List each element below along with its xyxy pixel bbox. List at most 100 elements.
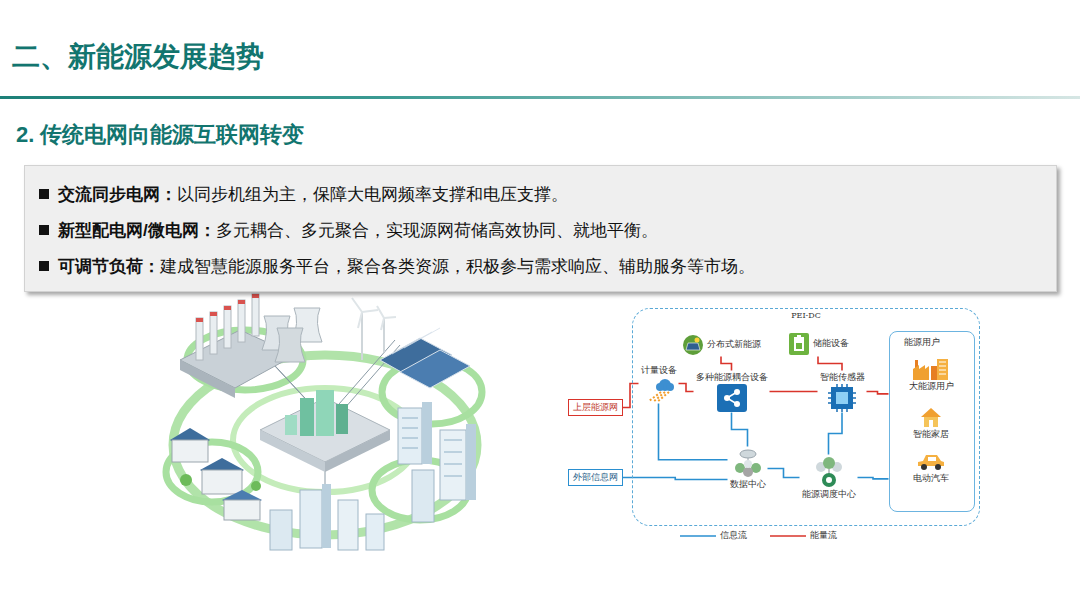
legend-swatch [680, 535, 716, 537]
smart-grid-illustration [422, 402, 432, 464]
data-center-icon [744, 460, 752, 468]
bullet-square [39, 261, 49, 271]
info-flow-line [768, 469, 800, 478]
user-group-box: 大能源用户智能家居电动汽车 能源用户 [889, 331, 975, 512]
data-center-icon [730, 448, 766, 478]
factory [180, 294, 295, 398]
energy-node: 储能设备 [786, 331, 851, 357]
external-grid-box: 上层能源网 [568, 399, 623, 416]
electric-car-icon [921, 464, 927, 470]
smart-grid-illustration [377, 306, 396, 330]
sensor-chip-icon [828, 384, 856, 412]
bullet-panel: 交流同步电网：以同步机组为主，保障大电网频率支撑和电压支撑。新型配电网/微电网：… [24, 165, 1057, 292]
energy-flow-line [818, 357, 842, 371]
node-label: 电动汽车 [913, 473, 949, 484]
sensor-chip-icon [836, 392, 848, 404]
legend-label: 能量流 [810, 530, 837, 541]
storage-icon [788, 332, 810, 356]
solar-icon [686, 343, 700, 350]
data-center-icon [740, 450, 756, 458]
factory-icon [911, 356, 951, 380]
smart-grid-illustration [402, 418, 462, 476]
node-label: 上层能源网 [573, 402, 618, 413]
solar-icon [682, 334, 704, 356]
sensor-chip-icon [831, 387, 853, 409]
smart-home-icon [924, 417, 938, 427]
bullet-text: 建成智慧能源服务平台，聚合各类资源，积极参与需求响应、辅助服务等市场。 [160, 255, 755, 278]
bullet-heading: 交流同步电网： [58, 183, 177, 206]
energy-flow-line [721, 357, 732, 371]
dispatch-center-icon [826, 477, 832, 483]
solar-farm [380, 328, 470, 388]
legend-swatch [680, 533, 716, 539]
cooling-towers [262, 308, 322, 362]
user-node: 智能家居 [893, 405, 969, 441]
storage-icon [797, 335, 801, 337]
title-rule [0, 96, 1080, 99]
smart-grid-illustration [210, 312, 217, 354]
smart-grid-illustration [285, 415, 297, 435]
energy-flow-line [867, 392, 889, 394]
smart-grid-illustration [466, 424, 476, 500]
info-flow-line [732, 413, 748, 447]
bullet-heading: 新型配电网/微电网： [58, 219, 216, 242]
smart-grid-illustration [275, 328, 305, 362]
smart-grid-illustration [398, 408, 422, 464]
dispatch-center-icon [812, 456, 846, 488]
city-blocks [270, 484, 384, 550]
smart-grid-illustration [336, 404, 348, 434]
node-label: 智能家居 [913, 429, 949, 440]
storage-icon [794, 337, 804, 351]
energy-node: 计量设备 [639, 364, 679, 404]
data-center-icon [743, 467, 753, 477]
coupling-icon [734, 389, 740, 395]
node-label: 外部信息网 [573, 472, 618, 483]
storage-icon [789, 333, 809, 355]
factory-icon [913, 365, 929, 380]
meter-icon [643, 377, 675, 403]
energy-node: 分布式新能源 [680, 333, 763, 357]
smart-grid-illustration [392, 328, 440, 354]
meter-icon [649, 392, 669, 402]
smart-grid-illustration [196, 318, 203, 322]
electric-car-icon [916, 452, 946, 472]
smart-grid-illustration [180, 474, 192, 486]
legend-item: 能量流 [770, 530, 837, 541]
node-label: 分布式新能源 [707, 339, 761, 350]
smart-grid-illustration [252, 294, 259, 336]
energy-flow-line [679, 384, 694, 392]
sensor-chip-icon [828, 384, 856, 412]
smart-grid-illustration [260, 430, 325, 472]
node-label: 能源用户 [890, 332, 974, 348]
electric-car-icon [928, 457, 936, 461]
info-flow-line [659, 404, 728, 460]
solar-icon [694, 337, 699, 342]
smart-grid-illustration [300, 490, 322, 548]
smart-grid-illustration [366, 514, 384, 550]
pei-dc-region: 分布式新能源储能设备计量设备多种能源耦合设备智能传感器数据中心能源调度中心大能源… [632, 308, 980, 526]
smart-grid-illustration [412, 470, 434, 522]
smart-grid-illustration [361, 312, 363, 360]
node-label: 能源调度中心 [802, 489, 856, 500]
bullet-square [39, 189, 49, 199]
smart-grid-illustration [238, 300, 245, 342]
user-node: 大能源用户 [893, 355, 969, 393]
smart-grid-illustration [238, 300, 245, 304]
smart-grid-illustration [251, 481, 261, 491]
bullet-row: 新型配电网/微电网：多元耦合、多元聚合，实现源网荷储高效协同、就地平衡。 [39, 212, 1056, 248]
bullet-text: 以同步机组为主，保障大电网频率支撑和电压支撑。 [177, 183, 568, 206]
node-label: 多种能源耦合设备 [696, 372, 768, 383]
solar-icon [683, 335, 703, 355]
smart-grid-illustration [210, 312, 217, 316]
energy-flow-line [770, 391, 818, 393]
node-label: 储能设备 [813, 338, 849, 349]
legend-swatch [770, 535, 806, 537]
node-label: 大能源用户 [909, 381, 954, 392]
legend-item: 信息流 [680, 530, 747, 541]
office-district [398, 402, 476, 522]
coupling-icon [734, 401, 740, 407]
energy-flow-line [623, 384, 639, 408]
node-label: 数据中心 [730, 479, 766, 490]
